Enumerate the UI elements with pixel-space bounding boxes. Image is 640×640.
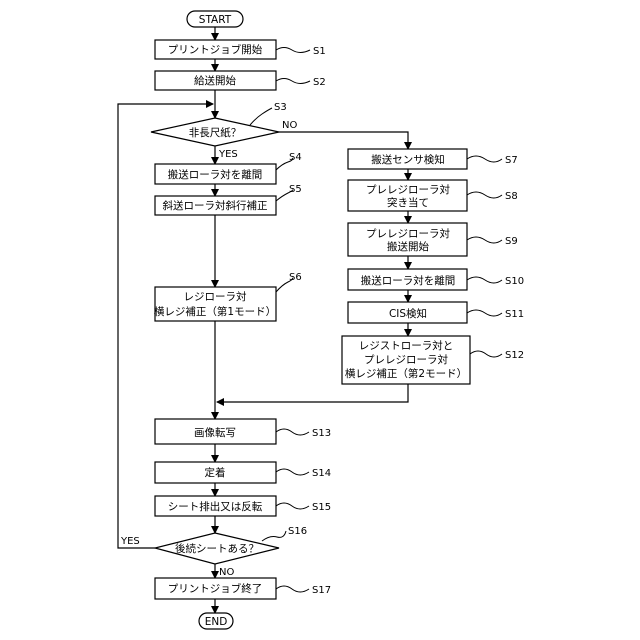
s7-leader — [467, 156, 502, 162]
s16-leader — [262, 531, 286, 541]
s3-text: 非長尺紙？ — [189, 126, 242, 139]
s9-step-label: S9 — [505, 236, 518, 247]
s14-text: 定着 — [205, 466, 226, 479]
s4-step-label: S4 — [289, 152, 302, 163]
s8-leader — [467, 192, 502, 198]
s2-step-label: S2 — [313, 77, 326, 88]
s13-step-label: S13 — [312, 428, 331, 439]
s12-step-label: S12 — [505, 350, 524, 361]
end-text: END — [205, 616, 228, 628]
s1-text: プリントジョブ開始 — [168, 43, 263, 56]
s13-text: 画像転写 — [194, 427, 236, 439]
s16-step-label: S16 — [288, 526, 307, 537]
s9-leader — [467, 237, 502, 243]
s10-step-label: S10 — [505, 276, 524, 287]
s15-leader — [276, 503, 309, 509]
s1-step-label: S1 — [313, 46, 326, 57]
arrow-s3-no-s7 — [279, 132, 408, 149]
s5-step-label: S5 — [289, 184, 302, 195]
s16-text: 後続シートある？ — [175, 542, 259, 555]
s17-step-label: S17 — [312, 585, 331, 596]
s16-yes-label: YES — [120, 536, 140, 547]
s1-leader — [276, 48, 310, 53]
s2-text: 給送開始 — [194, 74, 236, 87]
s4-text: 搬送ローラ対を離間 — [168, 168, 263, 181]
s9-text-line2: 搬送開始 — [387, 240, 429, 253]
arrow-s12-merge — [217, 384, 408, 402]
s12-text-line2: プレレジローラ対 — [364, 353, 448, 366]
s3-step-label: S3 — [274, 102, 287, 113]
start-text: START — [199, 14, 232, 26]
s6-text-line2: 横レジ補正（第1モード） — [154, 305, 276, 318]
s2-leader — [276, 79, 310, 84]
s8-text-line1: プレレジローラ対 — [366, 183, 450, 196]
s14-leader — [276, 469, 309, 475]
s10-text: 搬送ローラ対を離間 — [361, 274, 456, 287]
s7-step-label: S7 — [505, 155, 518, 166]
s12-text-line3: 横レジ補正（第2モード） — [345, 367, 467, 380]
s5-text: 斜送ローラ対斜行補正 — [163, 199, 268, 212]
s7-text: 搬送センサ検知 — [371, 153, 445, 166]
s15-step-label: S15 — [312, 502, 331, 513]
s9-text-line1: プレレジローラ対 — [366, 227, 450, 240]
s10-leader — [467, 277, 502, 283]
s11-step-label: S11 — [505, 309, 524, 320]
s13-leader — [276, 429, 309, 435]
s14-step-label: S14 — [312, 468, 331, 479]
s12-text-line1: レジストローラ対と — [359, 339, 454, 352]
s12-leader — [470, 351, 502, 357]
s6-text-line1: レジローラ対 — [184, 290, 247, 303]
s8-step-label: S8 — [505, 191, 518, 202]
s17-leader — [276, 586, 309, 592]
s3-leader — [250, 108, 272, 125]
s8-text-line2: 突き当て — [387, 196, 429, 209]
s3-yes-label: YES — [218, 149, 238, 160]
s17-text: プリントジョブ終了 — [168, 582, 263, 595]
s6-step-label: S6 — [289, 272, 302, 283]
s3-no-label: NO — [282, 120, 297, 131]
s15-text: シート排出又は反転 — [168, 500, 263, 513]
s16-no-label: NO — [219, 567, 234, 578]
s11-text: CIS検知 — [389, 307, 427, 320]
s11-leader — [467, 310, 502, 316]
